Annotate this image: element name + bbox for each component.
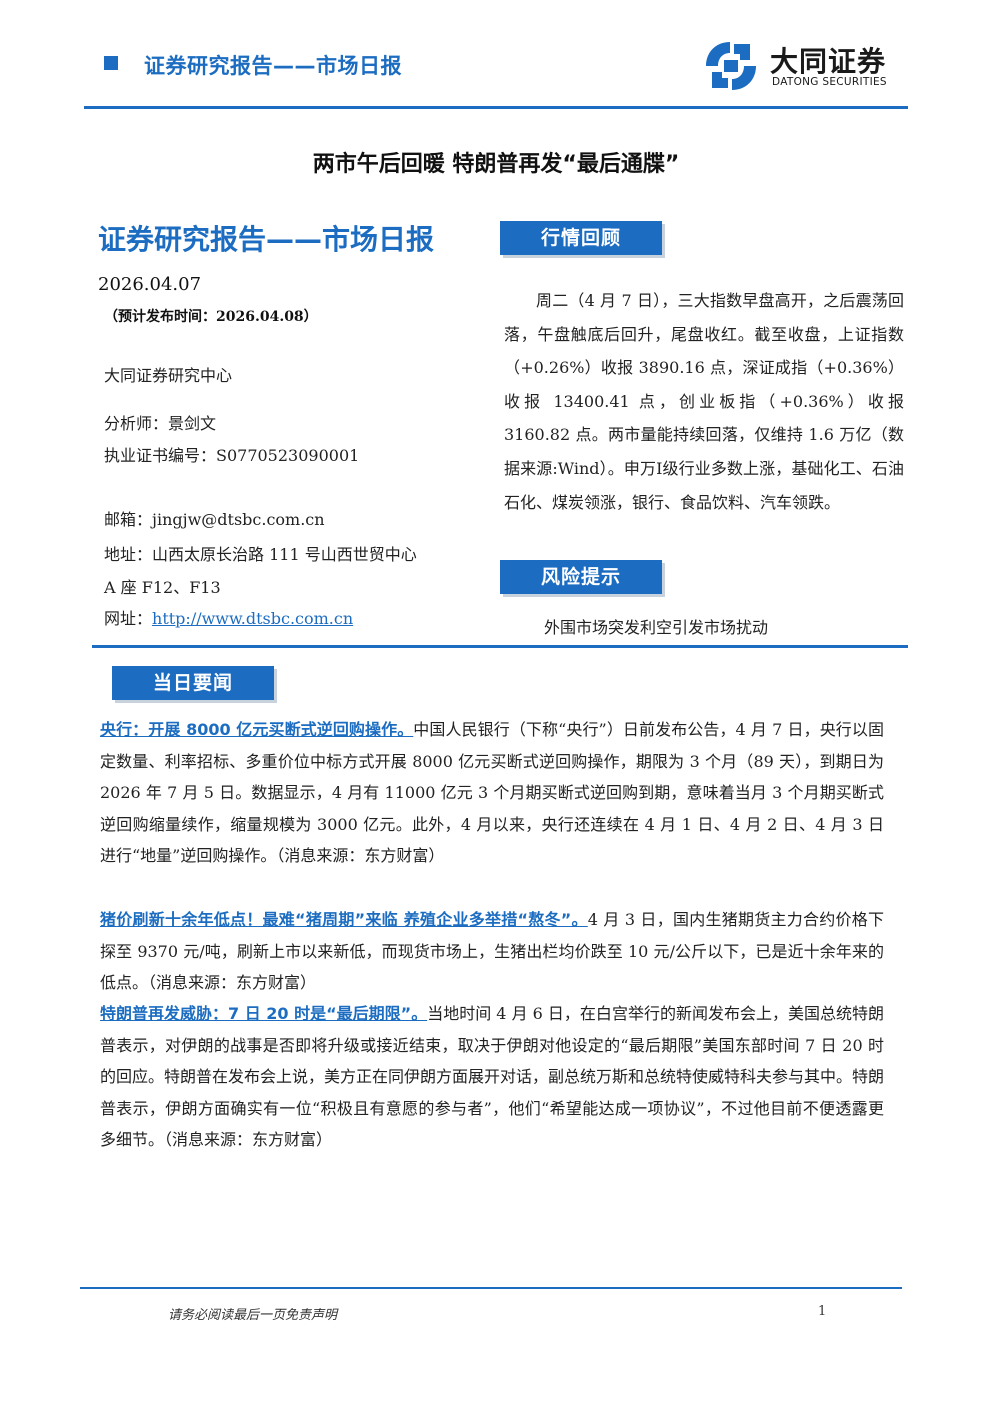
section-divider: [92, 645, 908, 648]
risk-tag: 风险提示: [500, 560, 662, 594]
header-title: 证券研究报告——市场日报: [144, 54, 402, 78]
news-item: 猪价刷新十余年低点！最难“猪周期”来临 养殖企业多举措“熬冬”。4 月 3 日，…: [100, 904, 884, 999]
news-body: 4 月 3 日，国内生猪期货主力合约价格下探至 9370 元/吨，刷新上市以来新…: [100, 910, 884, 992]
publish-time: （预计发布时间：2026.04.08）: [104, 309, 318, 325]
footer-disclaimer: 请务必阅读最后一页免责声明: [168, 1308, 338, 1323]
report-type-title: 证券研究报告——市场日报: [98, 223, 435, 256]
news-headline: 央行：开展 8000 亿元买断式逆回购操作。: [100, 720, 414, 739]
news-headline: 猪价刷新十余年低点！最难“猪周期”来临 养殖企业多举措“熬冬”。: [100, 910, 588, 929]
header-divider: [84, 106, 908, 109]
logo-cn-text: 大同证券: [770, 45, 887, 78]
address-line-2: A 座 F12、F13: [104, 578, 221, 597]
market-review-body: 周二（4 月 7 日），三大指数早盘高开，之后震荡回落，午盘触底后回升，尾盘收红…: [504, 291, 904, 512]
address-line-1: 地址：山西太原长治路 111 号山西世贸中心: [104, 545, 417, 564]
report-title: 两市午后回暖 特朗普再发“最后通牒”: [312, 152, 680, 177]
certificate-number: 执业证书编号：S0770523090001: [104, 446, 360, 465]
page-number: 1: [818, 1304, 827, 1319]
header-square-icon: [104, 56, 118, 70]
risk-body: 外围市场突发利空引发市场扰动: [544, 618, 769, 637]
news-headline: 特朗普再发威胁：7 日 20 时是“最后期限”。: [100, 1004, 428, 1023]
analyst: 分析师：景剑文: [104, 414, 217, 433]
news-item: 央行：开展 8000 亿元买断式逆回购操作。中国人民银行（下称“央行”）日前发布…: [100, 714, 884, 872]
website-label: 网址：: [104, 609, 153, 628]
research-center: 大同证券研究中心: [104, 366, 233, 385]
website: 网址：http://www.dtsbc.com.cn: [104, 605, 353, 629]
website-link[interactable]: http://www.dtsbc.com.cn: [152, 609, 354, 628]
logo-en-text: DATONG SECURITIES: [772, 76, 887, 88]
company-logo: 大同证券 DATONG SECURITIES: [700, 38, 910, 94]
email: 邮箱：jingjw@dtsbc.com.cn: [104, 510, 325, 529]
news-body: 当地时间 4 月 6 日，在白宫举行的新闻发布会上，美国总统特朗普表示，对伊朗的…: [100, 1004, 885, 1149]
report-date: 2026.04.07: [98, 274, 202, 295]
footer-divider: [80, 1287, 902, 1289]
news-item: 特朗普再发威胁：7 日 20 时是“最后期限”。当地时间 4 月 6 日，在白宫…: [100, 998, 884, 1156]
logo-mark-icon: [706, 42, 756, 90]
daily-news-tag: 当日要闻: [112, 666, 274, 700]
market-review-tag: 行情回顾: [500, 221, 662, 255]
news-body: 中国人民银行（下称“央行”）日前发布公告，4 月 7 日，央行以固定数量、利率招…: [100, 720, 884, 865]
